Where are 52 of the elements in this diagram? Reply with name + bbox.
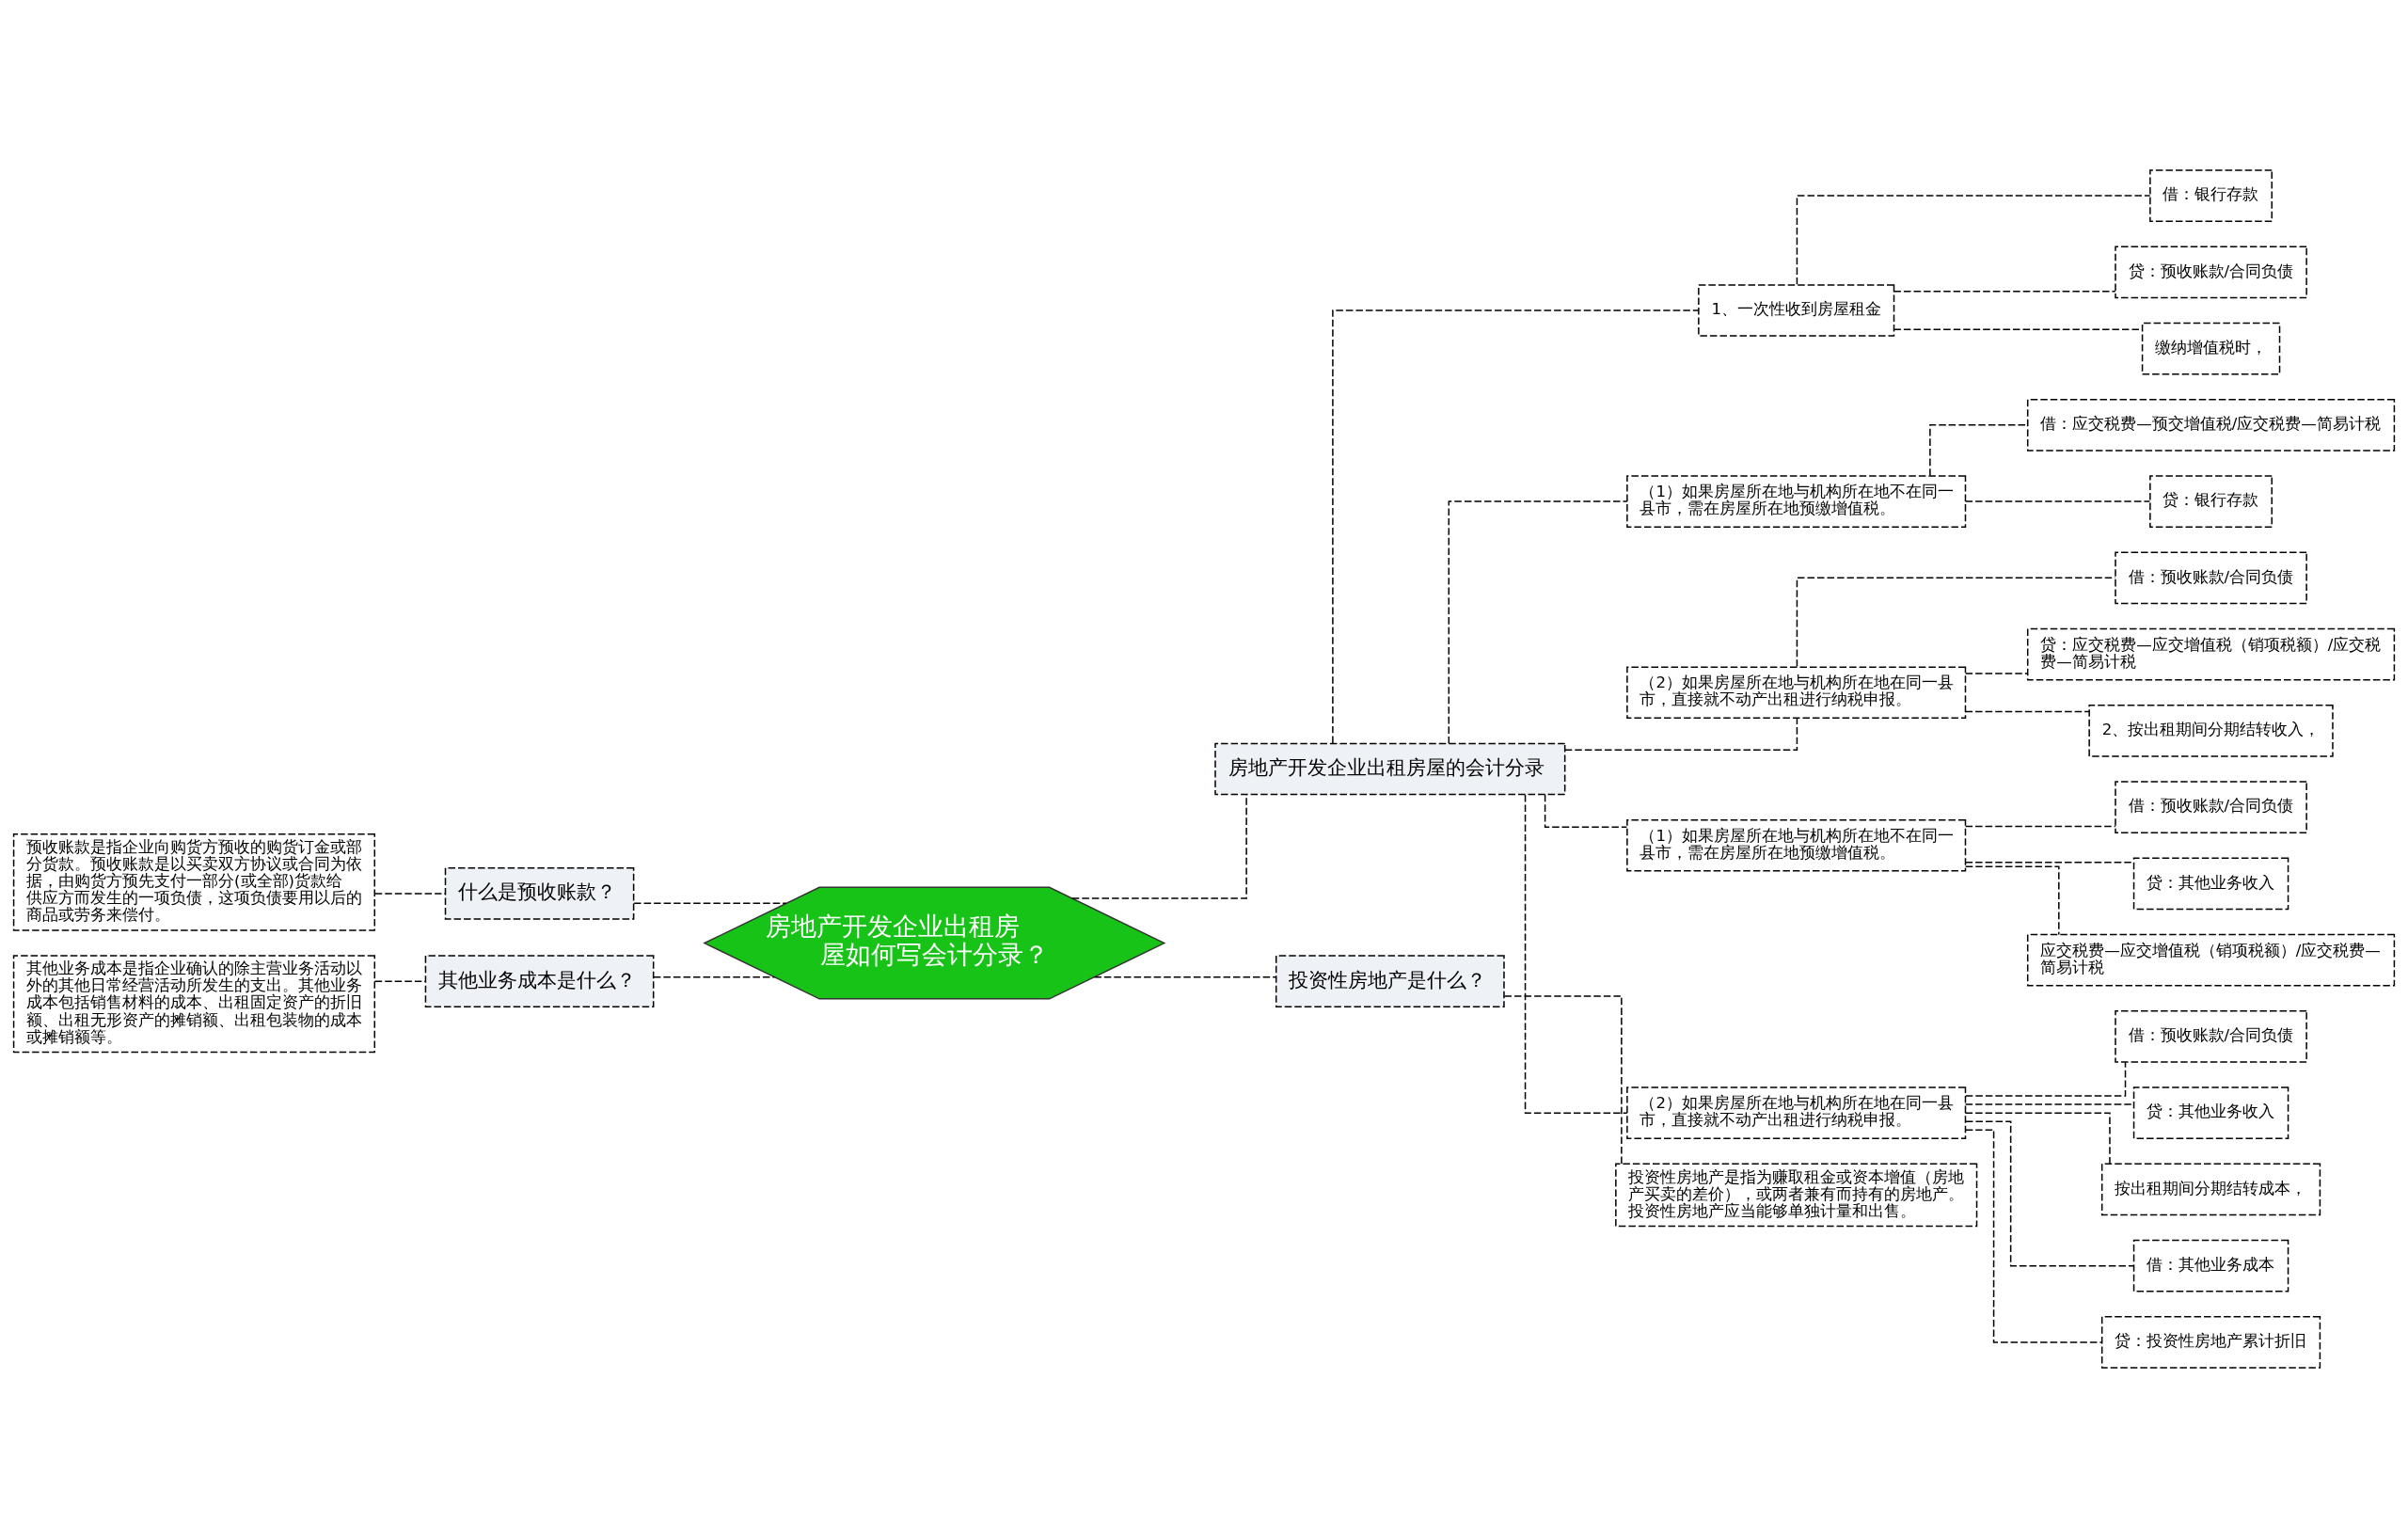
connector: [1964, 865, 2060, 936]
connector: [1964, 710, 2090, 713]
connector: [1964, 1129, 2103, 1343]
connector: [1796, 195, 2151, 286]
connector: [1964, 500, 2151, 502]
node-box: 贷：投资性房地产累计折旧: [2100, 1316, 2321, 1369]
connector: [1964, 1112, 2111, 1165]
node-box: 借：预收账款/合同负债: [2115, 551, 2307, 605]
connector: [1093, 976, 1276, 978]
connector: [1332, 309, 1700, 744]
node-box: 借：预收账款/合同负债: [2115, 1010, 2307, 1063]
node-box: 贷：其他业务收入: [2132, 857, 2289, 911]
node-box: 借：应交税费—预交增值税/应交税费—简易计税: [2026, 399, 2396, 452]
connector: [373, 893, 447, 895]
node-box: 投资性房地产是什么？: [1275, 955, 1505, 1008]
connector: [1544, 794, 1628, 828]
connector: [653, 976, 776, 978]
node-box: 贷：预收账款/合同负债: [2115, 246, 2307, 299]
node-box: 贷：其他业务收入: [2132, 1086, 2289, 1139]
node-box: 贷：银行存款: [2149, 475, 2273, 528]
connector: [1964, 1103, 2134, 1105]
node-box: 借：其他业务成本: [2132, 1239, 2289, 1292]
connector: [1964, 862, 2134, 864]
connector: [1448, 500, 1628, 744]
node-box: 1、一次性收到房屋租金: [1698, 284, 1895, 337]
node-box: （2）如果房屋所在地与机构所在地在同一县市，直接就不动产出租进行纳税申报。: [1626, 666, 1967, 720]
node-box: （1）如果房屋所在地与机构所在地不在同一县市，需在房屋所在地预缴增值税。: [1626, 475, 1967, 528]
connector: [1503, 995, 1623, 1165]
connector: [1964, 825, 2116, 828]
connector: [1964, 1061, 2127, 1097]
node-box: （1）如果房屋所在地与机构所在地不在同一县市，需在房屋所在地预缴增值税。: [1626, 818, 1967, 872]
connector: [1965, 1120, 2134, 1267]
node-box: 其他业务成本是指企业确认的除主营业务活动以外的其他日常经营活动所发生的支出。其他业务成本包括销售材料的成本、出租固定资产的折旧额、出租无形资产的摊销额、出租包装物的成本或摊销额等。: [12, 955, 376, 1054]
node-box: 借：预收账款/合同负债: [2115, 781, 2307, 833]
connector: [1893, 290, 2116, 293]
connector: [633, 902, 787, 905]
connector: [1964, 673, 2029, 674]
node-box: 应交税费—应交增值税（销项税额）/应交税费—简易计税: [2026, 933, 2396, 987]
node-box: 其他业务成本是什么？: [424, 955, 655, 1008]
node-box: 借：银行存款: [2149, 169, 2273, 222]
node-box: （2）如果房屋所在地与机构所在地在同一县市，直接就不动产出租进行纳税申报。: [1626, 1086, 1967, 1139]
node-box: 什么是预收账款？: [444, 867, 635, 920]
connector: [1524, 794, 1628, 1114]
connector: [373, 980, 426, 982]
connector: [1564, 718, 1798, 751]
node-box: 按出租期间分期结转成本，: [2100, 1163, 2321, 1216]
node-box: 缴纳增值税时，: [2141, 322, 2281, 375]
node-box: 贷：应交税费—应交增值税（销项税额）/应交税费—简易计税: [2026, 627, 2396, 681]
node-box: 预收账款是指企业向购货方预收的购货订金或部分货款。预收账款是以买卖双方协议或合同为依据，由购货方预先支付一部分(或全部)货款给供应方而发生的一项负债，这项负债要用以后的商品或劳务来偿付。: [12, 832, 376, 931]
node-box: 2、按出租期间分期结转收入，: [2088, 705, 2334, 757]
node-box: 房地产开发企业出租房屋的会计分录: [1214, 742, 1566, 796]
node-box: 投资性房地产是指为赚取租金或资本增值（房地产买卖的差价），或两者兼有而持有的房地产。投资性房地产应当能够单独计量和出售。: [1615, 1163, 1978, 1228]
